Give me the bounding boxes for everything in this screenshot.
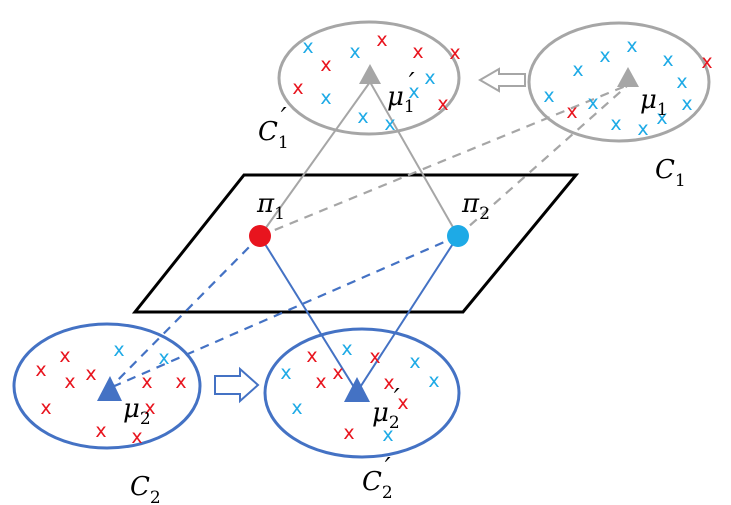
marker-x: x	[656, 107, 667, 129]
marker-x: x	[599, 45, 610, 67]
marker-x: x	[587, 92, 598, 114]
centroid-mu2prime	[344, 377, 370, 402]
centroid-mu1prime	[359, 64, 381, 84]
dashed-pi1-mu1	[259, 83, 629, 238]
label-pi1: π1	[256, 189, 285, 224]
point-pi1	[249, 225, 271, 247]
marker-x: x	[610, 113, 621, 135]
marker-x: x	[320, 54, 331, 76]
marker-x: x	[382, 424, 393, 446]
label-mu2: μ2	[123, 394, 151, 429]
marker-x: x	[412, 41, 423, 63]
marker-x: x	[384, 113, 395, 135]
marker-x: x	[141, 371, 152, 393]
marker-x: x	[144, 397, 155, 419]
marker-x: x	[376, 29, 387, 51]
edge-pi1-mu1prime	[259, 81, 371, 237]
marker-x: x	[681, 93, 692, 115]
marker-x: x	[85, 363, 96, 385]
marker-x: x	[306, 345, 317, 367]
label-pi2: π2	[461, 189, 490, 224]
marker-x: x	[343, 422, 354, 444]
marker-x: x	[332, 362, 343, 384]
marker-x: x	[676, 71, 687, 93]
marker-x: x	[543, 85, 554, 107]
marker-x: x	[320, 87, 331, 109]
cluster-c2	[12, 322, 202, 450]
marker-x: x	[40, 397, 51, 419]
point-pi2	[447, 225, 469, 247]
edge-pi2-mu2prime	[356, 235, 459, 393]
marker-x: x	[449, 42, 460, 64]
marker-x: x	[95, 420, 106, 442]
plane	[131, 173, 580, 314]
marker-x: x	[701, 51, 712, 73]
edge-pi1-mu2prime	[259, 235, 358, 393]
marker-x: x	[572, 59, 583, 81]
marker-x: x	[35, 359, 46, 381]
marker-x: x	[357, 106, 368, 128]
cluster-c1	[527, 21, 711, 143]
marker-x: x	[315, 371, 326, 393]
marker-x: x	[349, 41, 360, 63]
marker-x: x	[280, 362, 291, 384]
arrow-c1-to-c1prime	[478, 67, 526, 93]
marker-x: x	[131, 426, 142, 448]
label-c2: C2	[130, 472, 161, 505]
marker-x: x	[637, 118, 648, 140]
marker-x: x	[291, 397, 302, 419]
marker-x: x	[113, 339, 124, 361]
label-mu1prime: μ1′	[387, 68, 415, 117]
centroid-mu1	[617, 67, 639, 87]
label-c2prime: C2′	[362, 453, 393, 503]
marker-x: x	[397, 392, 408, 414]
dashed-pi2-mu1	[457, 84, 629, 237]
marker-x: x	[175, 371, 186, 393]
marker-x: x	[341, 338, 352, 360]
label-mu1: μ1	[640, 85, 668, 120]
label-c1prime: C1′	[258, 103, 289, 153]
marker-x: x	[369, 346, 380, 368]
marker-x: x	[292, 77, 303, 99]
marker-x: x	[383, 372, 394, 394]
edge-pi2-mu1prime	[369, 81, 459, 237]
cluster-c2prime	[263, 327, 461, 459]
marker-x: x	[662, 49, 673, 71]
marker-x: x	[64, 371, 75, 393]
marker-x: x	[409, 351, 420, 373]
marker-x: x	[566, 101, 577, 123]
marker-x: x	[59, 345, 70, 367]
marker-x: x	[302, 36, 313, 58]
dashed-pi1-mu2	[109, 235, 261, 389]
arrow-c2-to-c2prime	[214, 366, 260, 404]
marker-x: x	[408, 81, 419, 103]
marker-x: x	[428, 370, 439, 392]
label-c1: C1	[655, 155, 686, 191]
label-mu2prime: μ2′	[372, 384, 400, 433]
cluster-c1prime	[277, 20, 461, 136]
marker-x: x	[158, 347, 169, 369]
marker-x: x	[626, 35, 637, 57]
marker-x: x	[424, 67, 435, 89]
centroid-mu2	[97, 376, 122, 401]
marker-x: x	[437, 93, 448, 115]
